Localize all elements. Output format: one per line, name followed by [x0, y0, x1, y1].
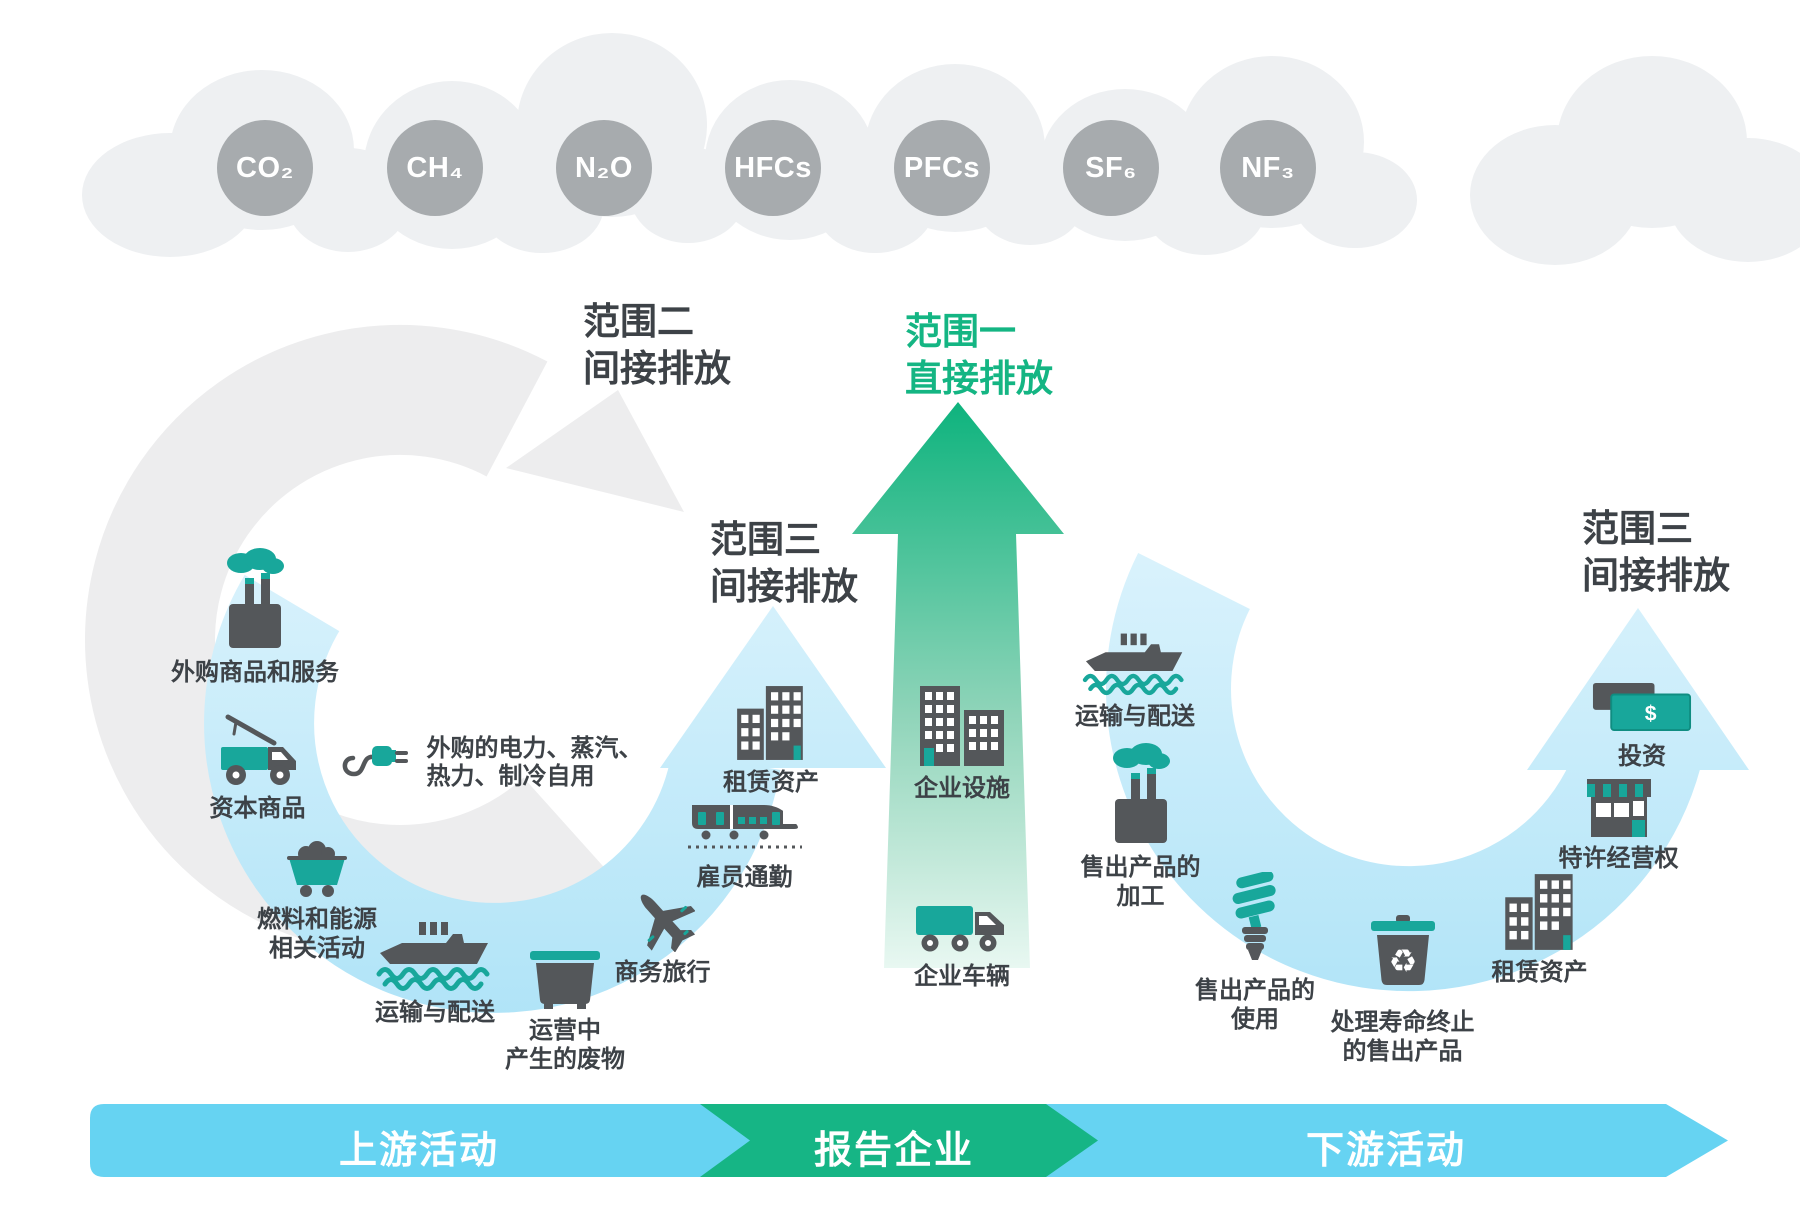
- item-label: 产生的废物: [505, 1046, 625, 1073]
- item-label: 售出产品的: [1080, 854, 1201, 881]
- item-fuel-energy: 燃料和能源 相关活动: [232, 833, 402, 963]
- item-label: 外购商品和服务: [171, 659, 339, 686]
- item-label: 相关活动: [269, 935, 365, 962]
- item-waste: 运营中 产生的废物: [490, 944, 640, 1074]
- item-end-of-life: ♻ 处理寿命终止 的售出产品: [1330, 914, 1475, 1066]
- item-transport-downstream: 运输与配送: [1070, 630, 1200, 731]
- item-label: 运营中: [529, 1017, 601, 1044]
- minecart-icon: [287, 841, 347, 897]
- plane-icon: [640, 894, 695, 952]
- truck-icon: [916, 906, 1004, 952]
- item-label: 雇员通勤: [696, 864, 793, 891]
- cfl-bulb-icon: [1232, 872, 1276, 960]
- item-processing: 售出产品的 加工: [1078, 743, 1203, 911]
- recycle-bin-icon: ♻: [1370, 915, 1435, 985]
- building-icon: [1504, 874, 1573, 950]
- scope2-label: 范围二 间接排放: [583, 298, 731, 392]
- scope2-subtitle: 间接排放: [583, 348, 731, 389]
- gas-ch4-label: CH₄: [406, 151, 464, 184]
- gas-nf3: NF₃: [1220, 120, 1316, 216]
- item-label: 运输与配送: [375, 999, 495, 1026]
- gas-sf6: SF₆: [1063, 120, 1159, 216]
- gas-n2o: N₂O: [556, 120, 652, 216]
- money-icon: $: [1592, 682, 1692, 732]
- gas-ch4: CH₄: [387, 120, 483, 216]
- item-label: 商务旅行: [614, 959, 711, 986]
- scope3-downstream-subtitle: 间接排放: [1582, 555, 1730, 596]
- gas-sf6-label: SF₆: [1085, 151, 1137, 184]
- scope3-downstream-title: 范围三: [1582, 508, 1693, 549]
- item-purchased-goods: 外购商品和服务: [150, 548, 360, 687]
- scope3-upstream-title: 范围三: [710, 519, 821, 560]
- item-label: 企业车辆: [914, 963, 1010, 990]
- item-label: 燃料和能源: [257, 906, 377, 933]
- ship-icon: [376, 922, 490, 991]
- factory-icon: [1112, 743, 1170, 843]
- recycle-symbol: ♻: [1388, 943, 1417, 979]
- item-label: 投资: [1618, 743, 1666, 770]
- item-business-travel: 商务旅行: [590, 886, 735, 987]
- item-label: 售出产品的: [1195, 977, 1315, 1004]
- scope1-arrow: [852, 402, 1064, 968]
- scope3-upstream-label: 范围三 间接排放: [710, 516, 858, 610]
- ship-icon: [1082, 633, 1184, 696]
- scope1-subtitle: 直接排放: [905, 358, 1053, 399]
- item-leased-assets-downstream: 租赁资产: [1482, 872, 1597, 987]
- item-label: 的售出产品: [1342, 1038, 1463, 1065]
- footer-upstream-label: 上游活动: [338, 1130, 499, 1172]
- item-use-of-products: 售出产品的 使用: [1190, 872, 1320, 1034]
- scope3-upstream-subtitle: 间接排放: [710, 566, 858, 607]
- item-label: 企业设施: [914, 775, 1010, 802]
- item-company-vehicles: 企业车辆: [908, 898, 1016, 991]
- scope1-title: 范围一: [905, 311, 1016, 352]
- item-label: 外购的电力、蒸汽、: [426, 735, 643, 762]
- item-investments: $ 投资: [1592, 682, 1692, 771]
- store-icon: [1586, 779, 1651, 837]
- gas-n2o-label: N₂O: [575, 151, 633, 184]
- building-icon: [737, 686, 803, 760]
- gas-pfcs: PFCs: [894, 120, 990, 216]
- item-label: 处理寿命终止: [1330, 1009, 1475, 1036]
- item-commuting: 雇员通勤: [672, 801, 817, 892]
- item-leased-assets-upstream: 租赁资产: [716, 684, 826, 797]
- item-label: 租赁资产: [1491, 959, 1588, 986]
- dumpster-icon: [530, 951, 600, 1009]
- footer-downstream-label: 下游活动: [1305, 1130, 1466, 1172]
- item-label: 使用: [1231, 1006, 1279, 1033]
- item-label: 资本商品: [209, 795, 306, 822]
- crane-truck-icon: [220, 714, 296, 785]
- item-franchises: 特许经营权: [1556, 778, 1681, 873]
- gas-hfcs-label: HFCs: [734, 151, 812, 184]
- item-company-facilities: 企业设施: [906, 684, 1018, 803]
- gas-co2: CO₂: [217, 120, 313, 216]
- gas-co2-label: CO₂: [236, 151, 294, 184]
- plug-icon: [342, 746, 408, 777]
- footer-company-label: 报告企业: [813, 1130, 974, 1172]
- gas-hfcs: HFCs: [725, 120, 821, 216]
- scope1-label: 范围一 直接排放: [905, 308, 1053, 402]
- gas-pfcs-label: PFCs: [903, 151, 981, 184]
- footer-company-band: [692, 1104, 1098, 1177]
- gas-nf3-label: NF₃: [1241, 151, 1295, 184]
- item-label: 运输与配送: [1075, 703, 1195, 730]
- item-transport-upstream: 运输与配送: [360, 918, 510, 1027]
- item-label: 租赁资产: [723, 769, 819, 796]
- train-icon: [687, 805, 802, 849]
- dollar-symbol: $: [1645, 702, 1657, 725]
- scope2-title: 范围二: [583, 301, 694, 342]
- item-purchased-energy: 外购的电力、蒸汽、 热力、制冷自用: [338, 735, 678, 791]
- scope3-downstream-label: 范围三 间接排放: [1582, 505, 1730, 599]
- item-label: 加工: [1116, 883, 1165, 910]
- factory-icon: [227, 548, 284, 648]
- footer-upstream-band: [90, 1104, 750, 1177]
- item-label: 热力、制冷自用: [426, 763, 595, 790]
- building-icon: [920, 686, 1004, 766]
- item-capital-goods: 资本商品: [165, 712, 350, 823]
- item-label: 特许经营权: [1558, 845, 1679, 872]
- footer-downstream-band: [1046, 1104, 1728, 1177]
